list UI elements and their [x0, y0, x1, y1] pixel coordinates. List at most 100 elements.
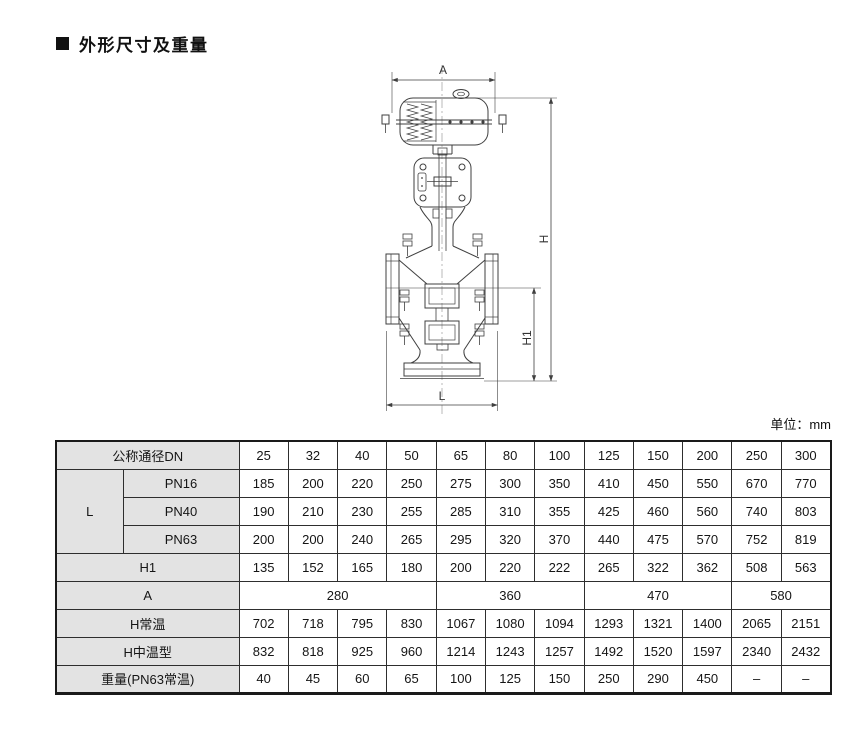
- value-cell: 508: [731, 552, 782, 582]
- value-cell: 450: [682, 664, 733, 694]
- value-cell: 220: [484, 552, 536, 582]
- value-cell: 563: [780, 552, 832, 582]
- value-cell: 670: [731, 468, 782, 498]
- value-cell: 125: [484, 664, 536, 694]
- value-cell: 1293: [583, 608, 634, 638]
- value-cell: 560: [682, 496, 733, 526]
- value-cell: 230: [337, 496, 388, 526]
- value-cell: 320: [484, 524, 536, 554]
- row-header-cell: A: [55, 580, 240, 610]
- value-cell: 300: [484, 468, 536, 498]
- value-cell: 300: [780, 440, 832, 470]
- row-header-cell: 公称通径DN: [55, 440, 240, 470]
- value-cell: 1597: [682, 636, 733, 666]
- value-cell: 450: [632, 468, 684, 498]
- value-cell: 200: [435, 552, 486, 582]
- row-header-cell: PN63: [122, 524, 240, 554]
- value-cell: –: [731, 664, 782, 694]
- value-cell: 152: [287, 552, 339, 582]
- value-cell: 220: [337, 468, 388, 498]
- value-cell: 125: [583, 440, 634, 470]
- row-header-cell: H1: [55, 552, 240, 582]
- dim-label-a: A: [439, 63, 447, 77]
- section-title: 外形尺寸及重量: [56, 31, 209, 56]
- value-cell: 702: [238, 608, 289, 638]
- value-cell: 355: [534, 496, 585, 526]
- value-cell: 1214: [435, 636, 486, 666]
- value-cell: 100: [534, 440, 585, 470]
- value-cell: 265: [386, 524, 437, 554]
- value-cell: 240: [337, 524, 388, 554]
- value-cell: 180: [386, 552, 437, 582]
- valve-outline: [381, 65, 557, 417]
- value-cell: 40: [238, 664, 289, 694]
- value-cell: 580: [731, 580, 832, 610]
- value-cell: 40: [337, 440, 388, 470]
- value-cell: 550: [682, 468, 733, 498]
- value-cell: 410: [583, 468, 634, 498]
- value-cell: 1243: [484, 636, 536, 666]
- value-cell: –: [780, 664, 832, 694]
- value-cell: 460: [632, 496, 684, 526]
- value-cell: 275: [435, 468, 486, 498]
- value-cell: 360: [435, 580, 585, 610]
- value-cell: 150: [534, 664, 585, 694]
- value-cell: 165: [337, 552, 388, 582]
- unit-note: 单位：mm: [770, 417, 831, 432]
- value-cell: 475: [632, 524, 684, 554]
- row-header-cell: PN16: [122, 468, 240, 498]
- value-cell: 310: [484, 496, 536, 526]
- section-marker-icon: [56, 37, 69, 50]
- value-cell: 960: [386, 636, 437, 666]
- value-cell: 290: [632, 664, 684, 694]
- value-cell: 222: [534, 552, 585, 582]
- row-header-cell: 重量(PN63常温): [55, 664, 240, 694]
- value-cell: 265: [583, 552, 634, 582]
- value-cell: 819: [780, 524, 832, 554]
- value-cell: 1492: [583, 636, 634, 666]
- value-cell: 1094: [534, 608, 585, 638]
- value-cell: 250: [731, 440, 782, 470]
- value-cell: 200: [287, 468, 339, 498]
- value-cell: 470: [583, 580, 733, 610]
- value-cell: 250: [386, 468, 437, 498]
- value-cell: 2065: [731, 608, 782, 638]
- value-cell: 65: [386, 664, 437, 694]
- value-cell: 135: [238, 552, 289, 582]
- value-cell: 200: [238, 524, 289, 554]
- value-cell: 795: [337, 608, 388, 638]
- value-cell: 60: [337, 664, 388, 694]
- value-cell: 322: [632, 552, 684, 582]
- row-header-cell: H常温: [55, 608, 240, 638]
- value-cell: 200: [682, 440, 733, 470]
- value-cell: 50: [386, 440, 437, 470]
- value-cell: 425: [583, 496, 634, 526]
- value-cell: 770: [780, 468, 832, 498]
- dim-label-h1: H1: [520, 330, 534, 346]
- value-cell: 185: [238, 468, 289, 498]
- value-cell: 1080: [484, 608, 536, 638]
- value-cell: 570: [682, 524, 733, 554]
- value-cell: 350: [534, 468, 585, 498]
- row-header-cell: PN40: [122, 496, 240, 526]
- dim-label-h: H: [537, 235, 551, 244]
- value-cell: 718: [287, 608, 339, 638]
- value-cell: 752: [731, 524, 782, 554]
- value-cell: 803: [780, 496, 832, 526]
- value-cell: 370: [534, 524, 585, 554]
- value-cell: 362: [682, 552, 733, 582]
- value-cell: 150: [632, 440, 684, 470]
- value-cell: 200: [287, 524, 339, 554]
- value-cell: 1520: [632, 636, 684, 666]
- value-cell: 25: [238, 440, 289, 470]
- value-cell: 32: [287, 440, 339, 470]
- dim-label-l: L: [439, 389, 446, 403]
